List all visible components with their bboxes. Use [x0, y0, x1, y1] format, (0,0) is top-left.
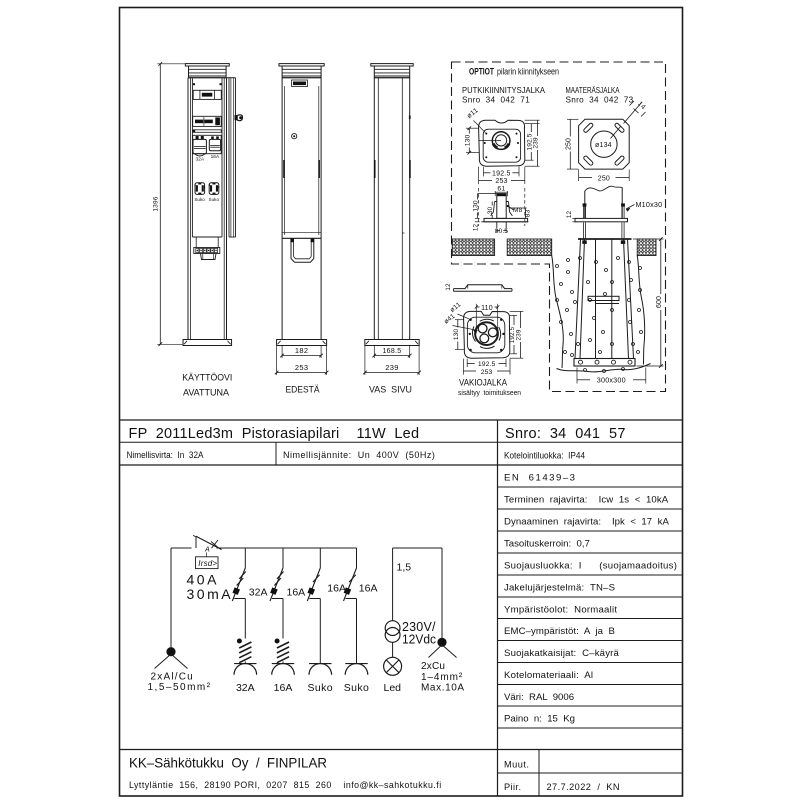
svg-text:12Vdc: 12Vdc: [402, 633, 436, 647]
svg-text:Snro 34 042 73: Snro 34 042 73: [566, 96, 634, 105]
svg-text:KK–Sähkötukku Oy / FINPILAR: KK–Sähkötukku Oy / FINPILAR: [129, 755, 327, 771]
svg-text:Lyttyläntie 156, 28190 PORI,: Lyttyläntie 156, 28190 PORI, 0207 815 26…: [129, 780, 442, 790]
svg-text:300x300: 300x300: [597, 375, 626, 384]
svg-text:130: 130: [473, 200, 480, 212]
svg-text:Tasoituskerroin: 0,7: Tasoituskerroin: 0,7: [504, 539, 590, 550]
svg-text:110: 110: [481, 305, 493, 312]
svg-text:pilarin kiinnitykseen: pilarin kiinnitykseen: [497, 67, 559, 77]
svg-text:80.5: 80.5: [495, 228, 508, 235]
svg-text:1,5: 1,5: [397, 562, 412, 574]
svg-text:32A: 32A: [196, 157, 205, 163]
svg-text:239: 239: [515, 329, 522, 340]
svg-text:Snro 34 042 71: Snro 34 042 71: [462, 96, 530, 105]
svg-text:Snro: 34 041 57: Snro: 34 041 57: [505, 426, 626, 442]
svg-text:182: 182: [295, 346, 308, 355]
svg-text:ø134: ø134: [595, 142, 612, 149]
svg-text:Terminen rajavirta: Icw 1: Terminen rajavirta: Icw 1s < 10kA: [504, 495, 669, 506]
svg-text:253: 253: [295, 363, 308, 372]
svg-text:230V/: 230V/: [402, 620, 436, 634]
svg-text:Irsd>: Irsd>: [198, 559, 217, 568]
svg-text:Suko: Suko: [194, 197, 205, 202]
svg-text:130: 130: [453, 329, 460, 341]
svg-text:27.7.2022 / KN: 27.7.2022 / KN: [547, 782, 620, 792]
svg-text:A: A: [204, 547, 210, 554]
svg-text:192.5: 192.5: [526, 133, 533, 150]
svg-text:40A: 40A: [187, 572, 219, 588]
svg-text:130: 130: [464, 134, 471, 146]
svg-text:Nimellisjännite: Un 400V (5: Nimellisjännite: Un 400V (50Hz): [283, 450, 435, 460]
svg-text:M10x30: M10x30: [636, 200, 663, 209]
svg-text:Piir.: Piir.: [504, 782, 521, 792]
svg-text:61: 61: [497, 186, 505, 193]
svg-text:192.5: 192.5: [478, 361, 496, 368]
svg-text:239: 239: [532, 137, 539, 149]
svg-text:239: 239: [385, 363, 398, 372]
svg-text:Nimellisvirta: In 32A: Nimellisvirta: In 32A: [127, 450, 204, 460]
svg-text:16A: 16A: [211, 154, 220, 160]
svg-text:Suko: Suko: [308, 682, 334, 694]
svg-text:Suko: Suko: [209, 197, 220, 202]
svg-text:14: 14: [636, 100, 647, 111]
svg-text:KÄYTTÖOVI: KÄYTTÖOVI: [182, 373, 232, 384]
svg-text:Väri: RAL 9006: Väri: RAL 9006: [504, 692, 574, 703]
svg-text:600: 600: [656, 296, 663, 308]
svg-text:1–4mm²: 1–4mm²: [421, 672, 463, 683]
svg-text:12: 12: [566, 211, 573, 219]
svg-text:AVATTUNA: AVATTUNA: [183, 388, 230, 399]
svg-text:EDESTÄ: EDESTÄ: [286, 385, 321, 396]
svg-text:Kotelomateriaali: Al: Kotelomateriaali: Al: [504, 670, 593, 681]
svg-text:Kotelointiluokka: IP44: Kotelointiluokka: IP44: [504, 451, 585, 461]
svg-text:253: 253: [481, 369, 493, 376]
svg-text:OPTIOT: OPTIOT: [469, 67, 494, 77]
svg-text:Suko: Suko: [344, 682, 370, 694]
svg-text:Suojausluokka: I (suojam: Suojausluokka: I (suojamaadoitus): [504, 561, 677, 572]
svg-text:2xCu: 2xCu: [421, 661, 445, 672]
svg-text:1396: 1396: [152, 196, 159, 211]
svg-text:83: 83: [524, 210, 531, 218]
svg-text:Led: Led: [384, 682, 402, 694]
svg-text:EMC–ympäristöt: A ja B: EMC–ympäristöt: A ja B: [504, 626, 615, 637]
svg-text:30mA: 30mA: [187, 586, 234, 602]
svg-text:1,5–50mm²: 1,5–50mm²: [148, 682, 212, 693]
svg-text:32A: 32A: [236, 682, 255, 694]
svg-text:30: 30: [487, 207, 494, 215]
svg-text:168.5: 168.5: [382, 348, 401, 355]
svg-text:192.5: 192.5: [509, 326, 516, 343]
svg-text:16A: 16A: [287, 587, 306, 599]
svg-text:VAS SIVU: VAS SIVU: [369, 385, 412, 396]
svg-text:253: 253: [495, 178, 507, 185]
svg-text:Muut.: Muut.: [504, 760, 529, 770]
svg-text:250: 250: [598, 175, 610, 182]
svg-text:32A: 32A: [249, 587, 268, 599]
svg-text:16A: 16A: [359, 583, 378, 595]
svg-text:Jakelujärjestelmä: TN–S: Jakelujärjestelmä: TN–S: [504, 583, 615, 594]
svg-text:192.5: 192.5: [492, 171, 511, 178]
svg-text:FP 2011Led3m Pistorasiapilar: FP 2011Led3m Pistorasiapilari 11W Led: [129, 426, 420, 442]
svg-text:EN 61439–3: EN 61439–3: [504, 473, 577, 484]
svg-text:Max.10A: Max.10A: [421, 683, 465, 694]
svg-text:MAATERÄSJALKA: MAATERÄSJALKA: [566, 85, 620, 95]
svg-text:12: 12: [445, 283, 452, 291]
svg-text:2xAl/Cu: 2xAl/Cu: [151, 672, 194, 683]
svg-text:Paino n: 15 Kg: Paino n: 15 Kg: [504, 714, 575, 725]
svg-text:Ympäristöolot: Normaalit: Ympäristöolot: Normaalit: [504, 605, 617, 616]
svg-text:16A: 16A: [327, 583, 346, 595]
svg-text:VAKIOJALKA: VAKIOJALKA: [459, 378, 507, 388]
svg-text:sisältyy toimitukseen: sisältyy toimitukseen: [458, 388, 521, 397]
svg-text:PUTKIKIINNITYSJALKA: PUTKIKIINNITYSJALKA: [462, 85, 545, 95]
svg-text:12: 12: [473, 224, 480, 232]
svg-text:Dynaaminen rajavirta: Ipk: Dynaaminen rajavirta: Ipk < 17 kA: [504, 517, 669, 528]
svg-text:Suojakatkaisijat: C–käyrä: Suojakatkaisijat: C–käyrä: [504, 648, 620, 659]
svg-text:250: 250: [565, 138, 572, 150]
svg-text:16A: 16A: [274, 682, 293, 694]
svg-text:M8: M8: [513, 207, 523, 214]
